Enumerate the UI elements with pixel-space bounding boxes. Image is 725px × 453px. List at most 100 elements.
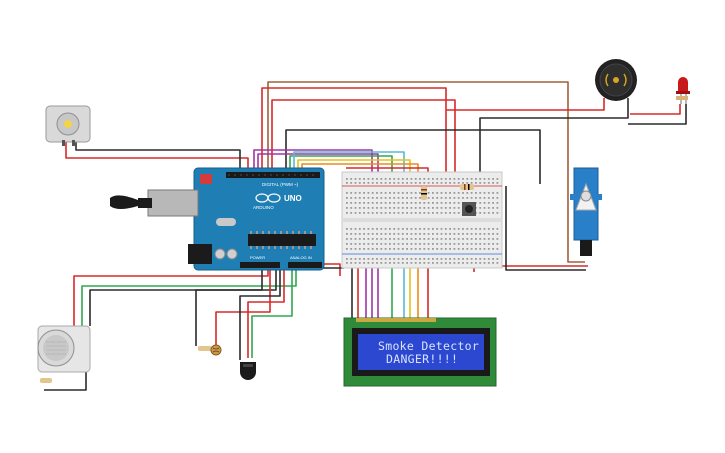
breadboard-hole [346,238,348,240]
breadboard-hole [354,212,357,214]
breadboard-hole [453,207,456,209]
breadboard-hole [410,233,413,235]
breadboard-hole [419,212,421,214]
breadboard-hole [492,207,494,209]
breadboard-hole [384,238,387,240]
wire-red-ldr [215,262,271,346]
breadboard-hole [358,262,361,264]
breadboard-hole [393,262,396,264]
breadboard-hole [423,228,426,230]
breadboard-hole [371,233,374,235]
breadboard-hole [406,182,408,184]
breadboard-hole [401,228,404,230]
breadboard-hole [440,243,443,245]
breadboard-hole [444,182,447,184]
breadboard-hole [376,197,378,199]
breadboard-hole [346,243,348,245]
breadboard-hole [354,258,357,260]
breadboard-hole [466,258,469,260]
breadboard-hole [432,238,434,240]
breadboard-hole [453,212,456,214]
breadboard-hole [462,258,464,260]
breadboard-hole [470,258,473,260]
breadboard-hole [406,238,408,240]
breadboard-hole [414,192,417,194]
breadboard-hole [479,197,482,199]
breadboard-hole [419,202,421,204]
breadboard-hole [449,182,451,184]
breadboard-hole [393,212,396,214]
breadboard-hole [389,182,391,184]
breadboard-hole [496,192,499,194]
pushbutton-icon[interactable] [462,202,476,216]
breadboard-hole [496,248,499,250]
analog-label: ANALOG IN [290,255,312,260]
breadboard-hole [393,258,396,260]
breadboard-hole [376,262,378,264]
breadboard-hole [466,178,469,180]
breadboard-hole [346,207,348,209]
breadboard-hole [371,212,374,214]
breadboard-hole [453,202,456,204]
breadboard-hole [363,248,365,250]
breadboard-hole [393,233,396,235]
breadboard-hole [483,233,486,235]
breadboard-hole [462,228,464,230]
breadboard-hole [496,212,499,214]
breadboard-hole [367,233,370,235]
wire-green-gas [81,262,297,326]
breadboard-hole [449,243,451,245]
breadboard-hole [453,248,456,250]
breadboard-hole [432,248,434,250]
breadboard-hole [453,243,456,245]
breadboard-hole [457,202,460,204]
wire-red-led2 [630,104,681,115]
breadboard-hole [371,182,374,184]
breadboard-hole [397,258,400,260]
breadboard-hole [427,228,430,230]
breadboard-hole [414,202,417,204]
resistor-1 [421,186,427,200]
breadboard-hole [414,233,417,235]
breadboard-hole [453,262,456,264]
breadboard-hole [346,192,348,194]
breadboard-hole [479,243,482,245]
breadboard-hole [427,207,430,209]
breadboard-hole [371,258,374,260]
breadboard-hole [363,243,365,245]
breadboard-hole [432,178,434,180]
breadboard-hole [462,192,464,194]
breadboard-hole [354,238,357,240]
breadboard-hole [436,243,439,245]
breadboard-hole [414,248,417,250]
breadboard-hole [410,202,413,204]
breadboard-hole [479,178,482,180]
breadboard-hole [414,262,417,264]
breadboard-hole [487,207,490,209]
breadboard-hole [449,248,451,250]
breadboard-hole [444,233,447,235]
breadboard-hole [419,197,421,199]
reset-button[interactable] [200,174,212,184]
breadboard-hole [380,262,383,264]
breadboard-hole [457,192,460,194]
breadboard-hole [401,243,404,245]
breadboard-hole [475,258,477,260]
breadboard-hole [496,197,499,199]
breadboard-hole [449,212,451,214]
breadboard-hole [414,228,417,230]
breadboard-hole [410,258,413,260]
breadboard-hole [414,197,417,199]
breadboard-hole [496,233,499,235]
breadboard-hole [367,238,370,240]
breadboard-hole [475,192,477,194]
breadboard-hole [432,258,434,260]
breadboard-hole [453,178,456,180]
breadboard-hole [466,248,469,250]
breadboard-hole [470,182,473,184]
breadboard-hole [414,258,417,260]
breadboard-hole [483,197,486,199]
breadboard-hole [423,243,426,245]
breadboard-hole [346,202,348,204]
breadboard-hole [397,182,400,184]
